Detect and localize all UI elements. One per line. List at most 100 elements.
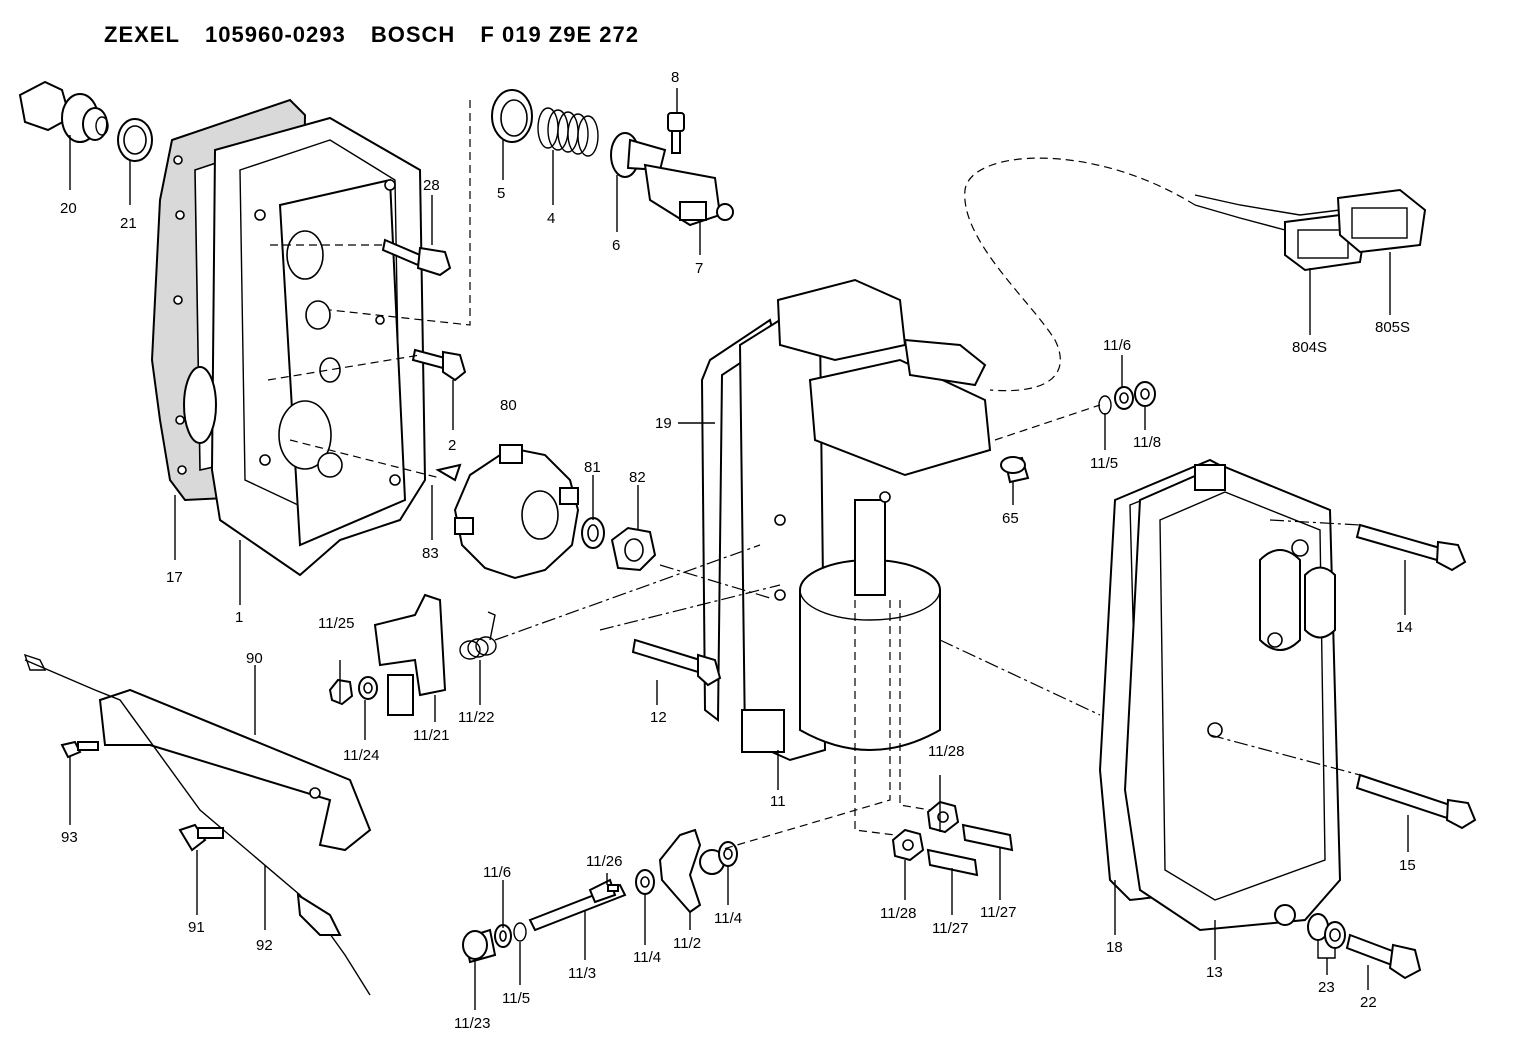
part-12-bolt[interactable] xyxy=(631,638,722,687)
part-7-bracket[interactable] xyxy=(643,163,734,227)
part-11-5-clip-upper[interactable] xyxy=(1098,395,1112,415)
part-21-seal-ring[interactable] xyxy=(117,118,153,162)
callout-80: 80 xyxy=(500,397,517,414)
part-11-8-nut-upper[interactable] xyxy=(1134,381,1156,407)
part-805S-connector[interactable] xyxy=(1336,188,1427,254)
part-90-bracket[interactable] xyxy=(98,688,372,852)
callout-18: 18 xyxy=(1106,939,1123,956)
part-65-sleeve[interactable] xyxy=(1000,456,1030,484)
part-91-bolt[interactable] xyxy=(178,823,224,852)
part-11-2-lever[interactable] xyxy=(658,828,725,914)
wire-harness xyxy=(964,157,1341,392)
part-2-bolt[interactable] xyxy=(411,348,467,382)
callout-11-4-a: 11/4 xyxy=(633,949,661,966)
callout-22: 22 xyxy=(1360,994,1377,1011)
part-11-4-washer-b[interactable] xyxy=(718,841,738,867)
callout-11: 11 xyxy=(770,793,786,810)
callout-17: 17 xyxy=(166,569,183,586)
part-11-27-screw-upper[interactable] xyxy=(961,823,1014,852)
callout-11-8: 11/8 xyxy=(1133,434,1161,451)
callout-90: 90 xyxy=(246,650,263,667)
callout-82: 82 xyxy=(629,469,646,486)
part-81-washer[interactable] xyxy=(581,517,605,549)
bosch-part-number: F 019 Z9E 272 xyxy=(480,22,639,47)
callout-11-6-upper: 11/6 xyxy=(1103,337,1131,354)
part-11-6-washer-lower[interactable] xyxy=(494,924,512,948)
part-8-screw[interactable] xyxy=(667,112,685,154)
callout-7: 7 xyxy=(695,260,703,277)
part-11-5-clip-lower[interactable] xyxy=(513,922,527,942)
callout-11-21: 11/21 xyxy=(413,727,449,744)
part-20-plug[interactable] xyxy=(18,80,109,143)
callout-11-28-lower: 11/28 xyxy=(880,905,916,922)
part-23-washers[interactable] xyxy=(1307,913,1346,949)
part-15-bolt[interactable] xyxy=(1355,773,1477,830)
part-13-cover[interactable] xyxy=(1123,463,1342,932)
callout-11-23: 11/23 xyxy=(454,1015,490,1032)
part-11-actuator[interactable] xyxy=(738,278,992,762)
part-92-cable[interactable] xyxy=(23,653,371,996)
part-82-nut[interactable] xyxy=(610,526,657,572)
callout-805S: 805S xyxy=(1375,319,1410,336)
diagram-header: ZEXEL 105960-0293 BOSCH F 019 Z9E 272 xyxy=(104,22,657,48)
part-11-25-nut[interactable] xyxy=(328,678,354,706)
part-14-bolt[interactable] xyxy=(1355,523,1467,572)
part-11-28-nut-upper[interactable] xyxy=(926,800,960,834)
callout-81: 81 xyxy=(584,459,601,476)
part-11-24-washer[interactable] xyxy=(358,676,378,700)
callout-2: 2 xyxy=(448,437,456,454)
callout-11-24: 11/24 xyxy=(343,747,379,764)
part-28-bolt[interactable] xyxy=(381,238,452,277)
callout-11-27-upper: 11/27 xyxy=(980,904,1016,921)
part-19-gasket[interactable] xyxy=(700,318,777,723)
callout-23: 23 xyxy=(1318,979,1335,996)
callout-11-4-b: 11/4 xyxy=(714,910,742,927)
part-83-key[interactable] xyxy=(435,463,462,482)
brand-zexel: ZEXEL xyxy=(104,22,180,47)
part-93-screw[interactable] xyxy=(60,740,99,759)
part-4-spring[interactable] xyxy=(537,107,599,157)
callout-13: 13 xyxy=(1206,964,1223,981)
part-6-spring-seat[interactable] xyxy=(610,132,667,178)
callout-11-25: 11/25 xyxy=(318,615,354,632)
part-11-23-sleeve[interactable] xyxy=(462,928,497,964)
part-22-banjo-bolt[interactable] xyxy=(1345,933,1422,980)
assembly-guide-lines xyxy=(267,100,1361,851)
callout-11-6-lower: 11/6 xyxy=(483,864,511,881)
part-1-governor-housing[interactable] xyxy=(183,116,427,577)
callout-92: 92 xyxy=(256,937,273,954)
callout-91: 91 xyxy=(188,919,205,936)
callout-804S: 804S xyxy=(1292,339,1327,356)
part-11-26-pin[interactable] xyxy=(607,884,619,892)
callout-8: 8 xyxy=(671,69,679,86)
callout-11-26: 11/26 xyxy=(586,853,622,870)
part-11-22-spring[interactable] xyxy=(459,611,497,660)
callout-20: 20 xyxy=(60,200,77,217)
callout-28: 28 xyxy=(423,177,440,194)
zexel-part-number: 105960-0293 xyxy=(205,22,346,47)
part-11-21-lever[interactable] xyxy=(373,593,447,716)
callout-11-5-lower: 11/5 xyxy=(502,990,530,1007)
callout-14: 14 xyxy=(1396,619,1413,636)
callout-15: 15 xyxy=(1399,857,1416,874)
part-11-27-screw-lower[interactable] xyxy=(926,848,979,877)
leader-lines xyxy=(69,88,1409,1010)
brand-bosch: BOSCH xyxy=(370,22,456,47)
part-11-6-washer-upper[interactable] xyxy=(1114,386,1134,410)
callout-11-22: 11/22 xyxy=(458,709,494,726)
part-5-ring[interactable] xyxy=(491,89,533,143)
part-11-28-nut-lower[interactable] xyxy=(891,828,925,862)
callout-5: 5 xyxy=(497,185,505,202)
callout-11-27-lower: 11/27 xyxy=(932,920,968,937)
callout-12: 12 xyxy=(650,709,667,726)
part-80-flyweight[interactable] xyxy=(453,444,580,580)
callout-21: 21 xyxy=(120,215,137,232)
part-11-4-washer-a[interactable] xyxy=(635,869,655,895)
callout-labels: 20 21 17 1 28 2 5 4 6 8 7 80 81 82 83 19… xyxy=(60,69,1416,1032)
callout-19: 19 xyxy=(655,415,672,432)
callout-83: 83 xyxy=(422,545,439,562)
callout-1: 1 xyxy=(235,609,243,626)
callout-11-2: 11/2 xyxy=(673,935,701,952)
callout-65: 65 xyxy=(1002,510,1019,527)
